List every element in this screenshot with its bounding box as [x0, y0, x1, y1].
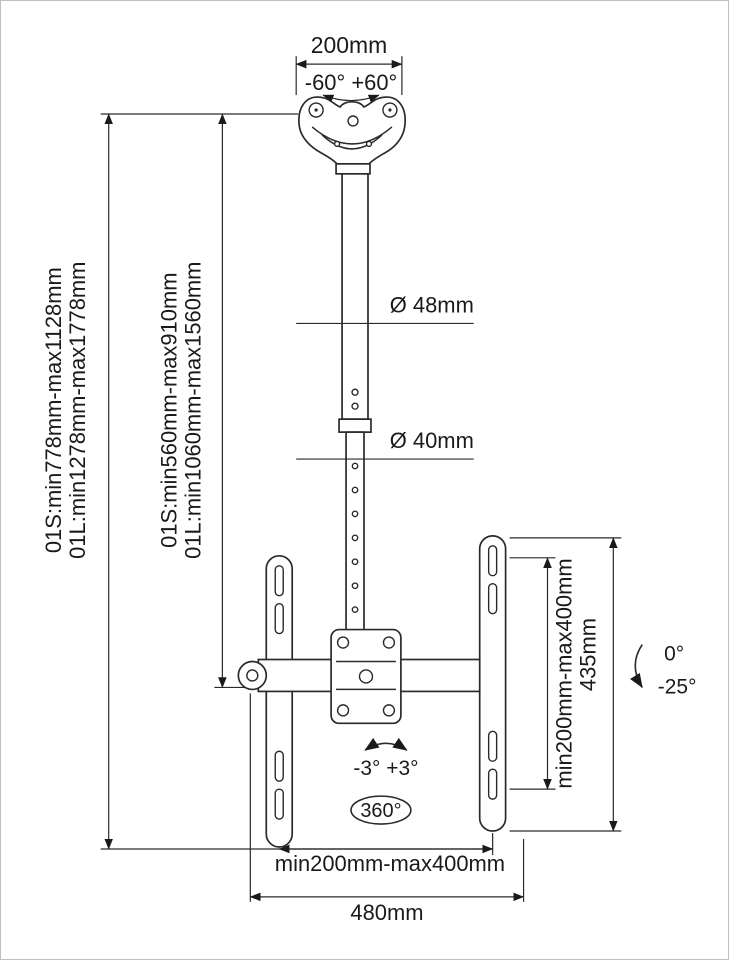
tilt-annotation: 0° -25° — [630, 643, 697, 698]
pole-collar — [338, 418, 372, 433]
telescopic-pole — [338, 172, 372, 633]
level-adjust-label: -3° +3° — [353, 757, 418, 780]
plate-screw-center — [388, 108, 392, 112]
pole-drop-label-l: 01L:min1060mm-max1560mm — [180, 262, 205, 559]
swivel-arc — [322, 94, 380, 103]
vesa-width-label: min200mm-max400mm — [275, 851, 505, 876]
pole-adjust-hole — [351, 582, 359, 590]
upper-pole-tube — [341, 172, 369, 421]
upper-diameter-label: Ø 48mm — [390, 292, 474, 317]
rotation-annotation: 360° — [350, 795, 412, 825]
plate-arc — [321, 134, 383, 150]
hub-screw — [336, 636, 350, 649]
pole-drop-label-s: 01S:min560mm-max910mm — [157, 273, 182, 548]
lower-pole-tube — [345, 431, 365, 633]
bracket-assembly — [237, 534, 507, 848]
top-width-dimension: 200mm — [295, 32, 403, 96]
bottom-dimensions: min200mm-max400mm 480mm — [100, 693, 525, 925]
overall-width-label: 480mm — [350, 900, 423, 925]
vesa-slot — [274, 788, 284, 820]
swivel-range-label: -60° +60° — [305, 70, 397, 95]
vesa-slot — [274, 750, 284, 782]
top-width-label: 200mm — [311, 32, 387, 58]
ceiling-plate — [298, 96, 406, 175]
locking-knob-center — [246, 669, 259, 682]
vesa-slot — [274, 565, 284, 597]
right-dimensions: min200mm-max400mm 435mm — [509, 537, 622, 832]
left-dimensions: 01S:min778mm-max1128mm 01L:min1278mm-max… — [41, 113, 331, 850]
plate-center-hole — [347, 115, 359, 127]
tilt-down-label: -25° — [658, 675, 697, 698]
plate-neck-flange — [335, 163, 371, 175]
pole-adjust-hole — [351, 510, 359, 518]
pole-adjust-hole — [351, 462, 359, 470]
overall-drop-label-l: 01L:min1278mm-max1778mm — [65, 262, 90, 559]
pole-adjust-hole — [351, 558, 359, 566]
pole-hole — [351, 402, 359, 410]
pole-adjust-hole — [351, 486, 359, 494]
ceiling-plate-body — [298, 96, 406, 165]
hub-screw — [382, 704, 396, 717]
vesa-slot — [487, 545, 498, 577]
pole-adjust-hole — [351, 534, 359, 542]
plate-arc — [311, 126, 393, 145]
tilt-arc — [630, 644, 643, 689]
rotation-oval — [350, 795, 412, 825]
plate-small-hole — [333, 140, 341, 148]
bracket-height-label: 435mm — [575, 618, 600, 691]
overall-drop-label-s: 01S:min778mm-max1128mm — [41, 267, 66, 553]
hub-screw — [382, 636, 396, 649]
swivel-annotation: -60° +60° — [305, 70, 397, 103]
vesa-slot — [487, 730, 498, 762]
hub-screw — [336, 704, 350, 717]
pole-hole — [351, 388, 359, 396]
level-arc — [364, 737, 408, 751]
rotation-label: 360° — [360, 800, 401, 822]
vesa-slot — [487, 768, 498, 800]
hub-center-bolt — [358, 669, 374, 684]
vesa-slot — [274, 602, 284, 635]
diameter-callouts: Ø 48mm Ø 40mm — [296, 292, 474, 460]
plate-screw-center — [314, 108, 318, 112]
lower-diameter-label: Ø 40mm — [390, 428, 474, 453]
pole-adjust-hole — [351, 606, 359, 614]
tilt-up-label: 0° — [664, 643, 684, 666]
plate-small-hole — [365, 140, 373, 148]
level-annotation: -3° +3° — [353, 737, 418, 780]
vesa-height-label: min200mm-max400mm — [551, 558, 576, 788]
vesa-slot — [487, 583, 498, 615]
